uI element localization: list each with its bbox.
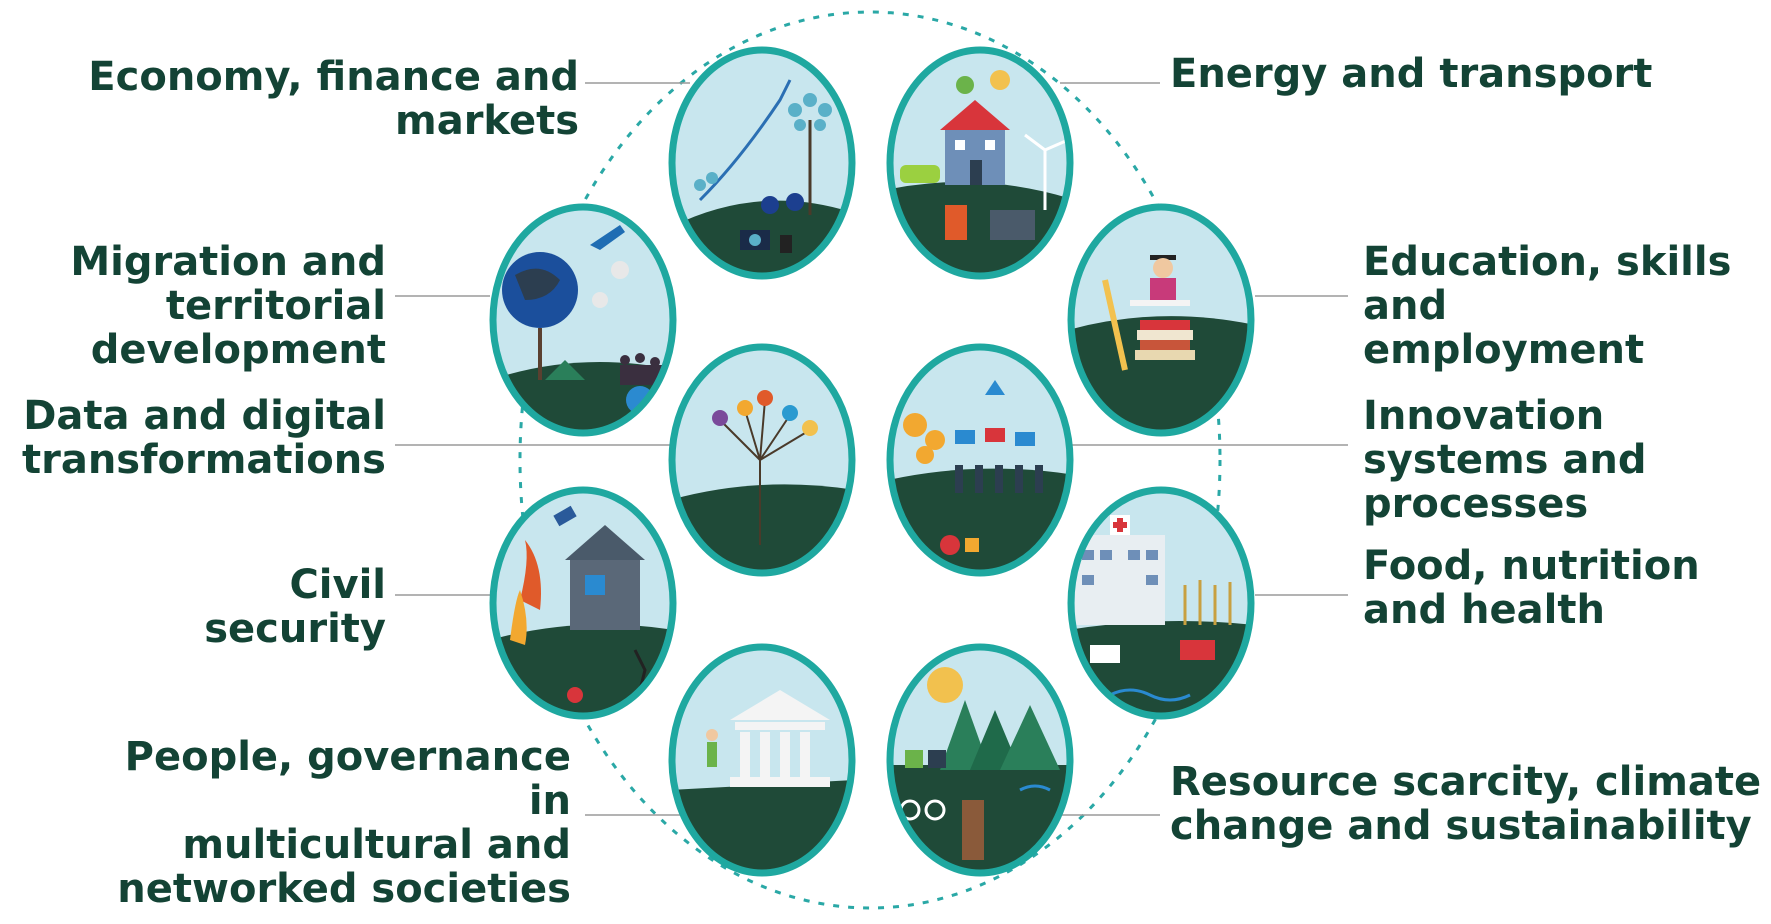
label-people: People, governance in multicultural and … [117,734,571,912]
dotted-outer-ring [518,10,1222,910]
label-innovation: Innovation systems and processes [1363,393,1647,527]
label-data: Data and digital transformations [21,393,386,483]
label-education: Education, skills and employment [1363,239,1732,373]
institution-icon [706,690,830,787]
bubble-resource [886,643,1074,877]
label-energy: Energy and transport [1170,51,1653,97]
globe-plane-icon [502,225,665,414]
label-economy: Economy, finance and markets [88,54,579,144]
bubble-people [668,643,856,877]
gears-people-icon [903,380,1043,555]
hospital-farm-icon [1075,515,1232,702]
growth-tree-icon [694,79,832,253]
damaged-house-icon [510,505,647,703]
network-tree-icon [719,399,811,545]
label-resource: Resource scarcity, climate change and su… [1170,759,1762,849]
graduate-books-icon [1102,255,1195,371]
connector-lines [395,82,1348,816]
bubble-economy [668,46,856,280]
house-windmill-icon [900,70,1069,240]
bubble-education [1067,203,1255,437]
bubble-migration [489,203,677,437]
bubble-food [1067,486,1255,720]
bubble-energy [886,46,1074,280]
label-civil: Civil security [204,562,386,652]
label-food: Food, nutrition and health [1363,543,1700,633]
label-migration: Migration and territorial development [70,239,386,373]
bubble-innovation [886,343,1074,577]
bubble-data [668,343,856,577]
forest-sun-icon [899,667,1060,860]
bubble-civil [489,486,677,720]
